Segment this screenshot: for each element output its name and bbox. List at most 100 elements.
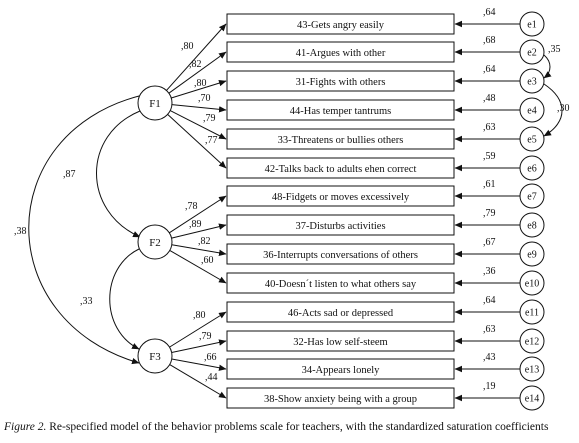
error-correlation-arc <box>536 77 563 137</box>
error-label: e2 <box>527 48 536 59</box>
error-term <box>519 68 545 94</box>
r-squared-value: ,19 <box>483 381 496 392</box>
error-label: e10 <box>525 279 539 290</box>
item-box <box>226 185 455 207</box>
item-box <box>226 301 455 323</box>
item-box <box>226 128 455 150</box>
loading-arrow <box>171 339 227 354</box>
error-label: e4 <box>527 106 536 117</box>
loading-value: ,80 <box>181 41 194 52</box>
item-label: 33-Threatens or bullies others <box>278 135 404 146</box>
error-term <box>519 299 545 325</box>
r-squared-value: ,43 <box>483 352 496 363</box>
loading-value: ,66 <box>204 352 217 363</box>
loading-arrow <box>171 223 227 239</box>
loading-arrow <box>171 80 227 99</box>
loading-value: ,77 <box>205 135 218 146</box>
error-term <box>519 212 545 238</box>
error-term <box>519 126 545 152</box>
figure-caption-label: Figure 2. <box>4 421 47 433</box>
r-squared-value: ,64 <box>483 7 496 18</box>
error-term <box>519 11 545 37</box>
loading-value: ,44 <box>205 372 218 383</box>
error-term <box>519 183 545 209</box>
loading-arrow <box>171 358 227 371</box>
error-label: e8 <box>527 221 536 232</box>
item-label: 31-Fights with others <box>296 77 386 88</box>
error-label: e12 <box>525 337 539 348</box>
loading-arrow <box>169 364 227 399</box>
figure-caption-text: Re-specified model of the behavior probl… <box>46 421 549 433</box>
r-squared-value: ,63 <box>483 122 496 133</box>
loading-value: ,79 <box>203 113 216 124</box>
error-term <box>519 356 545 382</box>
error-label: e6 <box>527 164 536 175</box>
factor-label: F3 <box>149 351 161 363</box>
loading-arrow <box>169 249 227 284</box>
figure-caption: Figure 2. Re-specified model of the beha… <box>4 421 579 433</box>
item-box <box>226 70 455 92</box>
r-squared-value: ,36 <box>483 266 496 277</box>
factor-correlation-arc <box>96 105 148 238</box>
factor-label: F2 <box>149 237 161 249</box>
factor-correlation-arc <box>109 243 147 350</box>
item-label: 44-Has temper tantrums <box>290 106 391 117</box>
factor-label: F1 <box>149 98 161 110</box>
loading-value: ,80 <box>194 78 207 89</box>
item-label: 42-Talks back to adults ehen correct <box>265 164 417 175</box>
loading-arrow <box>166 23 227 91</box>
loading-value: ,70 <box>198 93 211 104</box>
r-squared-value: ,79 <box>483 208 496 219</box>
r-squared-value: ,63 <box>483 324 496 335</box>
loading-arrow <box>169 311 227 348</box>
item-label: 40-Doesn´t listen to what others say <box>265 279 417 290</box>
error-label: e3 <box>527 77 536 88</box>
loading-arrow <box>167 114 227 169</box>
r-squared-value: ,61 <box>483 179 496 190</box>
error-label: e11 <box>525 308 539 319</box>
error-correlation-value: ,30 <box>557 103 570 114</box>
loading-arrow <box>171 244 227 256</box>
item-box <box>226 41 455 63</box>
loading-arrow <box>171 104 227 113</box>
loading-value: ,78 <box>185 201 198 212</box>
error-label: e13 <box>525 365 539 376</box>
error-label: e5 <box>527 135 536 146</box>
item-label: 37-Disturbs activities <box>295 221 385 232</box>
r-squared-value: ,67 <box>483 237 496 248</box>
error-term <box>519 241 545 267</box>
item-label: 36-Interrupts conversations of others <box>263 250 418 261</box>
item-label: 48-Fidgets or moves excessively <box>272 192 410 203</box>
error-label: e7 <box>527 192 536 203</box>
item-box <box>226 13 455 35</box>
loading-arrow <box>169 195 227 234</box>
factor-correlation-value: ,33 <box>80 296 93 307</box>
error-term <box>519 39 545 65</box>
loading-arrow <box>169 110 227 140</box>
item-box <box>226 330 455 352</box>
error-term <box>519 97 545 123</box>
factor-correlation-value: ,87 <box>63 169 76 180</box>
error-term <box>519 328 545 354</box>
loading-arrow <box>168 51 227 94</box>
loading-value: ,79 <box>199 331 212 342</box>
item-box <box>226 387 455 409</box>
item-label: 46-Acts sad or depressed <box>288 308 394 319</box>
factor-correlation-arc <box>28 91 147 365</box>
item-box <box>226 272 455 294</box>
factor-correlation-value: ,38 <box>14 226 27 237</box>
error-term <box>519 155 545 181</box>
latent-factor <box>137 224 173 260</box>
item-box <box>226 243 455 265</box>
r-squared-value: ,64 <box>483 64 496 75</box>
loading-value: ,89 <box>189 219 202 230</box>
error-label: e1 <box>527 20 536 31</box>
r-squared-value: ,48 <box>483 93 496 104</box>
error-correlation-value: ,35 <box>548 44 561 55</box>
item-box <box>226 157 455 179</box>
latent-factor <box>137 338 173 374</box>
loading-value: ,80 <box>193 310 206 321</box>
error-correlation-arc <box>536 47 552 79</box>
r-squared-value: ,68 <box>483 35 496 46</box>
